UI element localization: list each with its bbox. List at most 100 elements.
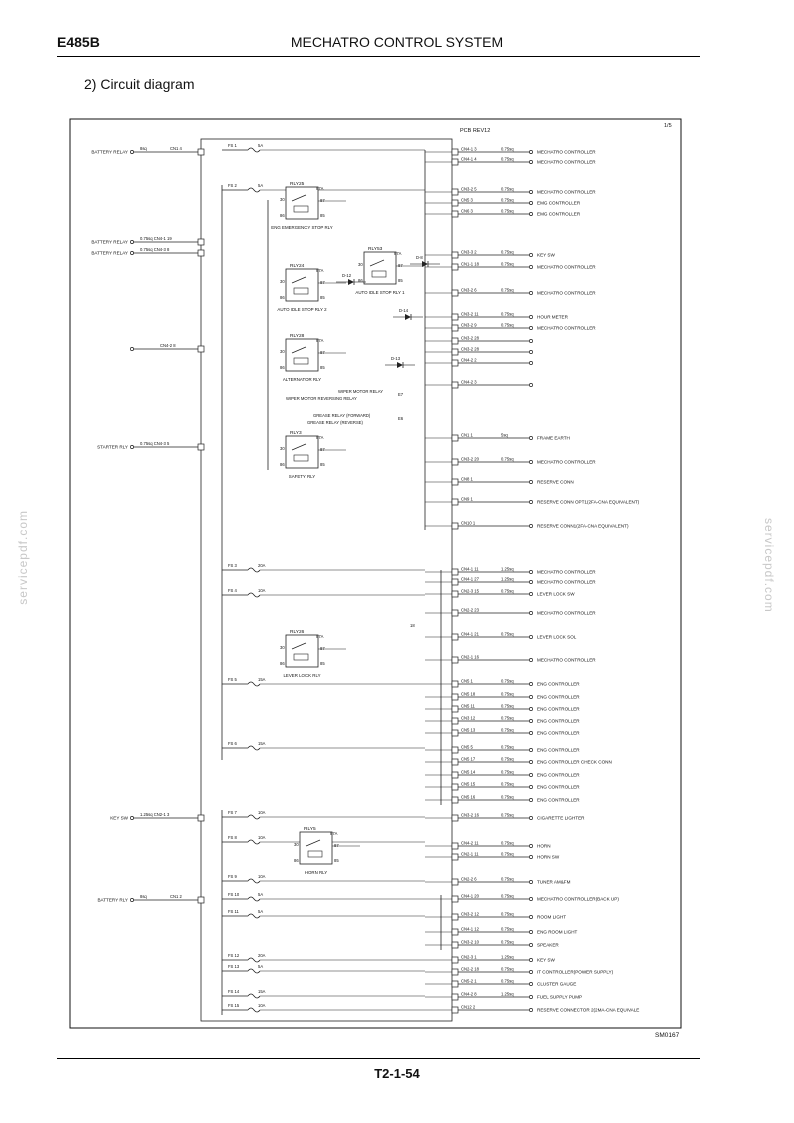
output-wire-size: 0.75sq [501, 312, 514, 317]
relay-name: RLY5 [304, 826, 316, 832]
output-connector: CN5 13 [461, 728, 476, 733]
pcb-terminal [451, 434, 459, 442]
output-label: MECHATRO CONTROLLER [537, 611, 596, 616]
output-label: SPEAKER [537, 943, 559, 948]
fuse-rating: 15A [258, 677, 266, 682]
pcb-terminal [197, 896, 205, 904]
output-connector: CN3-2 16 [461, 813, 480, 818]
output-wire-size: 0.75sq [501, 198, 514, 203]
terminal-pin [529, 995, 533, 999]
output-wire-size: 0.75sq [501, 704, 514, 709]
output-label: HORN SW [537, 855, 560, 860]
relay-caption: HORN RLY [305, 870, 327, 875]
pcb-terminal [451, 337, 459, 345]
fuse-rating: 5A [258, 892, 263, 897]
output-connector: CN5 14 [461, 770, 476, 775]
terminal-pin [529, 1008, 533, 1012]
diode-symbol [348, 279, 354, 285]
relay-contact [305, 839, 321, 847]
relay-caption: SAFETY RLY [289, 474, 316, 479]
pcb-terminal [451, 705, 459, 713]
pcb-terminal [451, 188, 459, 196]
terminal-pin [529, 265, 533, 269]
pcb-terminal [451, 199, 459, 207]
side-note: WIPER MOTOR RELAY [338, 389, 383, 394]
pcb-terminal [451, 717, 459, 725]
fuse-id: FS 1 [228, 143, 238, 148]
output-label: RESERVE CONN [537, 480, 574, 485]
relay-body [285, 435, 319, 469]
terminal-pin [529, 773, 533, 777]
terminal-pin [130, 347, 134, 351]
relay-contact [291, 194, 307, 202]
fuse-rating: 10A [258, 874, 266, 879]
side-note: E6 [398, 416, 404, 421]
relay-contact [291, 443, 307, 451]
output-connector: CN2-2 6 [461, 877, 477, 882]
input-connector: CN4-2 8 [160, 343, 176, 348]
pcb-terminal [451, 729, 459, 737]
terminal-pin [529, 580, 533, 584]
pcb-terminal [451, 324, 459, 332]
terminal-pin [529, 982, 533, 986]
output-connector: CN2-1 11 [461, 852, 479, 857]
fuse-rating: 20A [258, 953, 266, 958]
pcb-terminal [451, 289, 459, 297]
pcb-terminal [451, 993, 459, 1001]
page-number: T2-1-54 [374, 1066, 420, 1081]
output-connector: CN2-2 23 [461, 608, 480, 613]
terminal-pin [529, 880, 533, 884]
input-label: BATTERY RLY [97, 898, 128, 903]
terminal-pin [529, 635, 533, 639]
pcb-terminal [451, 758, 459, 766]
pcb-terminal [451, 633, 459, 641]
output-label: LEVER LOCK SW [537, 592, 575, 597]
relay-pin-87: 87 [334, 843, 339, 848]
relay-pin-85: 85 [398, 278, 403, 283]
output-label: HORN [537, 844, 551, 849]
input-label: BATTERY RELAY [91, 150, 128, 155]
fuse-rating: 15A [258, 989, 266, 994]
output-wire-size: 0.75sq [501, 782, 514, 787]
relay-name: RLY24 [290, 263, 305, 269]
terminal-pin [529, 695, 533, 699]
terminal-pin [529, 719, 533, 723]
output-label: ENG CONTROLLER [537, 748, 580, 753]
fuse-id: FS 9 [228, 874, 238, 879]
relay-pin-87a: 87A [330, 831, 338, 836]
relay-pin-87a: 87A [316, 435, 324, 440]
terminal-pin [529, 383, 533, 387]
output-connector: CN10 1 [461, 521, 476, 526]
terminal-pin [529, 748, 533, 752]
fuse-id: FS 10 [228, 892, 240, 897]
output-wire-size: 0.75sq [501, 589, 514, 594]
relay-pin-30: 30 [280, 197, 285, 202]
side-note: E7 [398, 392, 404, 397]
output-connector: CN4-2 8 [461, 992, 477, 997]
fuse-id: FS 11 [228, 909, 240, 914]
relay-pin-87a: 87A [316, 268, 324, 273]
relay-pin-87: 87 [320, 350, 325, 355]
pcb-terminal [451, 693, 459, 701]
output-connector: CN4-1 27 [461, 577, 480, 582]
terminal-pin [529, 350, 533, 354]
terminal-pin [529, 201, 533, 205]
pcb-terminal [197, 345, 205, 353]
output-label: LEVER LOCK SOL [537, 635, 577, 640]
relay-name: RLY25 [290, 181, 305, 187]
relay-body [285, 268, 319, 302]
terminal-pin [130, 898, 134, 902]
fuse-symbol [247, 1007, 261, 1013]
output-label: KEY SW [537, 958, 555, 963]
fuse-symbol [247, 913, 261, 919]
output-label: CLUSTER GAUGE [537, 982, 576, 987]
fuse-symbol [247, 567, 261, 573]
output-connector: CN2-1 16 [461, 655, 480, 660]
pcb-terminal [451, 263, 459, 271]
fuse-rating: 10A [258, 810, 266, 815]
output-wire-size: 0.75sq [501, 679, 514, 684]
fuse-rating: 20A [258, 563, 266, 568]
relay-name: RLY26 [290, 629, 305, 635]
terminal-pin [529, 844, 533, 848]
output-label: HOUR METER [537, 315, 569, 320]
